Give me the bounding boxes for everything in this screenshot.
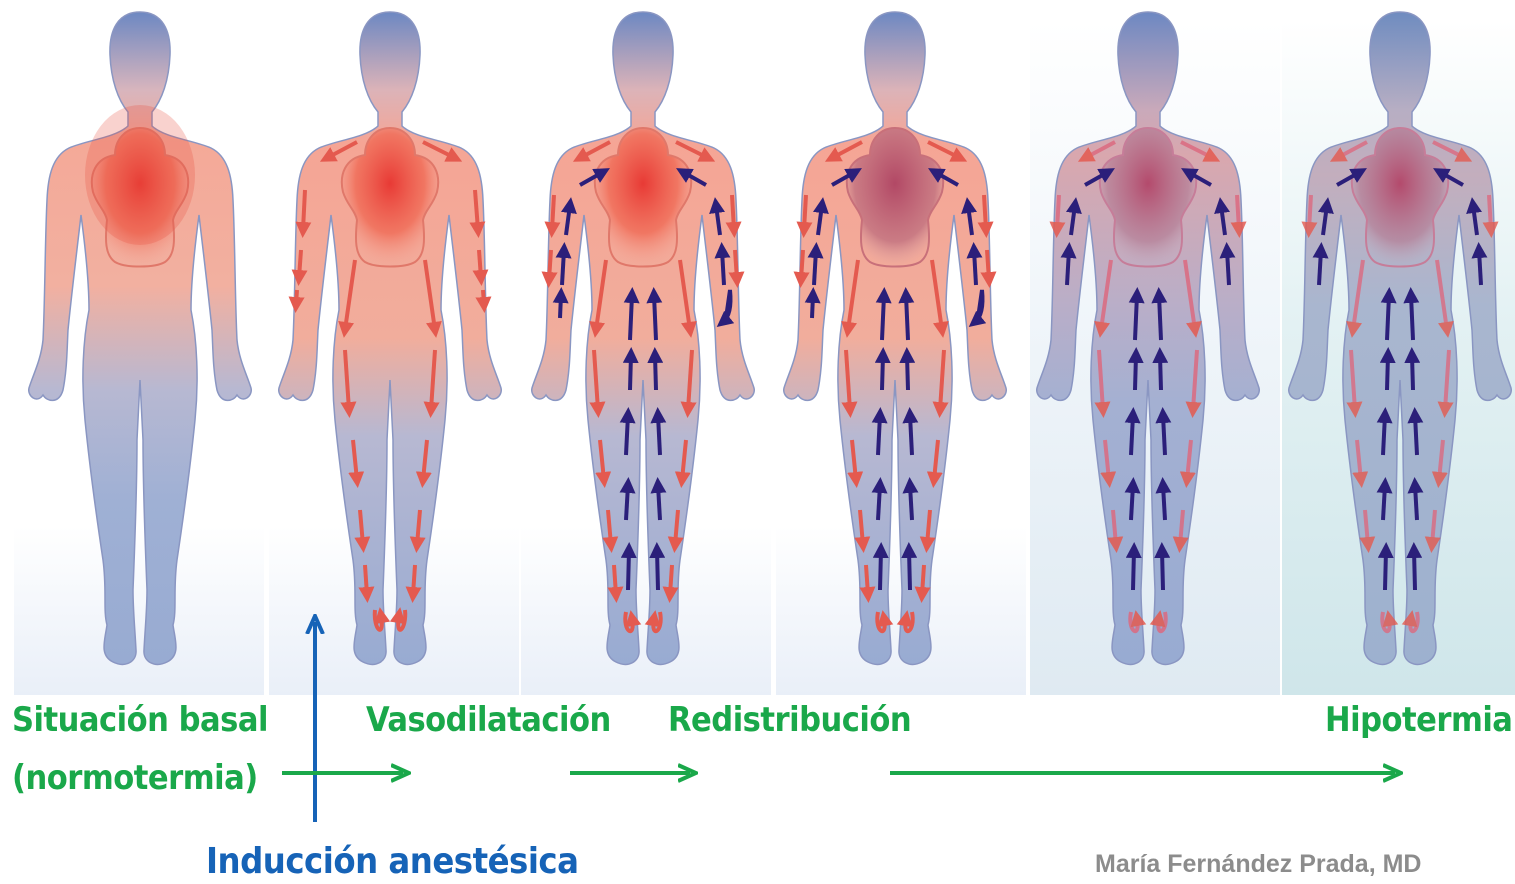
- label-situacion-basal: Situación basal: [12, 700, 268, 740]
- label-normotermia: (normotermia): [12, 758, 258, 798]
- label-redistribucion: Redistribución: [668, 700, 911, 740]
- label-induccion-anestesica: Inducción anestésica: [206, 842, 578, 882]
- label-hipotermia: Hipotermia: [1325, 700, 1512, 740]
- label-vasodilatacion: Vasodilatación: [366, 700, 611, 740]
- author-credit: María Fernández Prada, MD: [1095, 850, 1421, 879]
